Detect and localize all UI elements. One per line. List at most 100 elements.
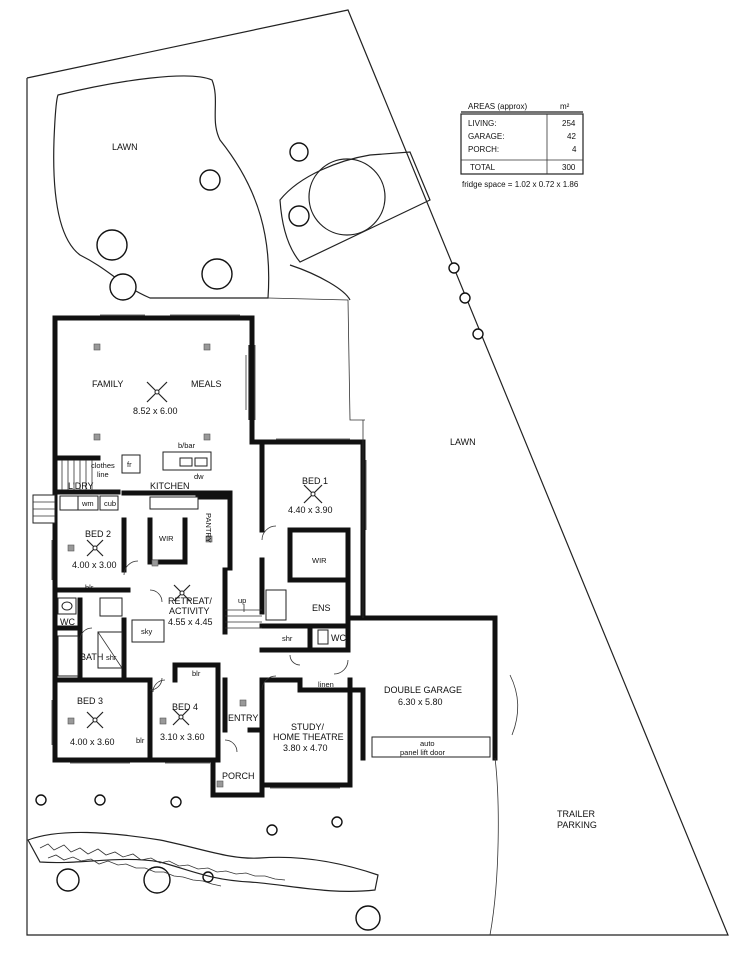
site-boundary — [26, 9, 729, 936]
room-study: STUDY/ — [291, 722, 325, 732]
shrub-icon — [94, 794, 106, 806]
shrub-icon — [448, 262, 460, 274]
ensuite-bath — [265, 589, 287, 621]
rock-garden — [27, 831, 379, 892]
room-wc-left: WC — [60, 617, 75, 627]
tree-icon — [96, 229, 128, 261]
label-linen: linen — [318, 680, 334, 689]
garage-door — [371, 736, 491, 758]
lawn-label-top: LAWN — [112, 142, 138, 152]
room-bed2: BED 2 — [85, 529, 111, 539]
areas-row-value: 4 — [572, 145, 577, 154]
room-bed3-dim: 4.00 x 3.60 — [70, 737, 115, 747]
doors — [79, 525, 519, 753]
areas-table-header: AREAS (approx) — [468, 102, 527, 111]
areas-row-value: 254 — [562, 119, 576, 128]
room-retreat: RETREAT/ — [168, 596, 212, 606]
tree-icon — [201, 258, 233, 290]
label-up: up — [238, 596, 246, 605]
fan-icon — [86, 539, 104, 557]
label-blr-bed3: blr — [136, 736, 145, 745]
fridge-note: fridge space = 1.02 x 0.72 x 1.86 — [462, 180, 579, 189]
tree-icon — [143, 866, 171, 894]
room-laundry: L'DRY — [68, 481, 94, 491]
areas-total-value: 300 — [562, 163, 576, 172]
label-blr-bed4: blr — [192, 669, 201, 678]
room-bed1-dim: 4.40 x 3.90 — [288, 505, 333, 515]
label-fr: fr — [127, 460, 132, 469]
shrub-icon — [459, 292, 471, 304]
room-labels: FAMILY MEALS 8.52 x 6.00 b/bar fr dw KIT… — [60, 379, 462, 781]
areas-row-value: 42 — [567, 132, 576, 141]
room-retreat-dim: 4.55 x 4.45 — [168, 617, 213, 627]
room-bed2-dim: 4.00 x 3.00 — [72, 560, 117, 570]
tree-icon — [109, 273, 137, 301]
room-activity: ACTIVITY — [169, 606, 210, 616]
fridge-space — [121, 454, 141, 474]
label-cub: cub — [104, 499, 116, 508]
room-wir-bed2: WIR — [159, 534, 174, 543]
room-ensuite: ENS — [312, 603, 331, 613]
label-clothes-line: line — [97, 470, 109, 479]
tree-icon — [199, 169, 221, 191]
bathroom-fixtures — [57, 589, 329, 677]
fan-icon — [86, 711, 104, 729]
shrub-icon — [170, 796, 182, 808]
room-bed4: BED 4 — [172, 702, 198, 712]
windows — [51, 314, 367, 789]
fan-icon — [146, 381, 168, 403]
tree-icon — [288, 205, 310, 227]
areas-total-label: TOTAL — [470, 163, 496, 172]
lawn-label-right: LAWN — [450, 437, 476, 447]
room-family: FAMILY — [92, 379, 123, 389]
bath-tub — [57, 635, 79, 677]
areas-table: AREAS (approx) m² LIVING: 254 GARAGE: 42… — [460, 102, 584, 189]
cupboard — [99, 495, 119, 511]
areas-row-label: PORCH: — [468, 145, 499, 154]
room-bath: BATH — [80, 652, 103, 662]
label-clothes: clothes — [91, 461, 115, 470]
shrub-icon — [35, 794, 47, 806]
room-pantry: PANTRY — [204, 513, 213, 543]
fan-icon — [173, 584, 191, 602]
room-wir-bed1: WIR — [312, 556, 327, 565]
label-shr-bath: shr — [106, 653, 117, 662]
label-dw: dw — [194, 472, 204, 481]
label-shr-ens: shr — [282, 634, 293, 643]
room-entry: ENTRY — [228, 713, 258, 723]
sliding-door — [245, 345, 250, 420]
trailer-parking-label: PARKING — [557, 820, 597, 830]
washing-machine — [77, 495, 99, 511]
fan-icon — [303, 484, 323, 504]
room-family-dim: 8.52 x 6.00 — [133, 406, 178, 416]
trailer-parking-label: TRAILER — [557, 809, 596, 819]
stairs-up — [225, 604, 262, 629]
garage-driveway — [489, 757, 499, 936]
room-kitchen: KITCHEN — [150, 481, 190, 491]
room-bed4-dim: 3.10 x 3.60 — [160, 732, 205, 742]
tree-icon — [355, 905, 381, 931]
label-garage-door: auto — [420, 739, 435, 748]
trees — [35, 142, 484, 931]
room-bed3: BED 3 — [77, 696, 103, 706]
shrub-icon — [266, 824, 278, 836]
rock-texture — [39, 843, 286, 881]
label-sky: sky — [141, 627, 153, 636]
tree-icon — [56, 868, 80, 892]
skylight — [131, 619, 165, 643]
areas-row-label: LIVING: — [468, 119, 496, 128]
house-walls — [52, 315, 498, 798]
room-home-theatre: HOME THEATRE — [273, 732, 344, 742]
areas-row-label: GARAGE: — [468, 132, 504, 141]
label-blr-bed2: blr — [85, 583, 94, 592]
ceiling-fans — [86, 381, 323, 729]
label-wm: wm — [81, 499, 94, 508]
room-porch: PORCH — [222, 771, 255, 781]
room-study-dim: 3.80 x 4.70 — [283, 743, 328, 753]
toilet — [317, 629, 329, 645]
lawn-area-top — [53, 75, 270, 299]
tree-icon — [289, 142, 309, 162]
room-bed1: BED 1 — [302, 476, 328, 486]
